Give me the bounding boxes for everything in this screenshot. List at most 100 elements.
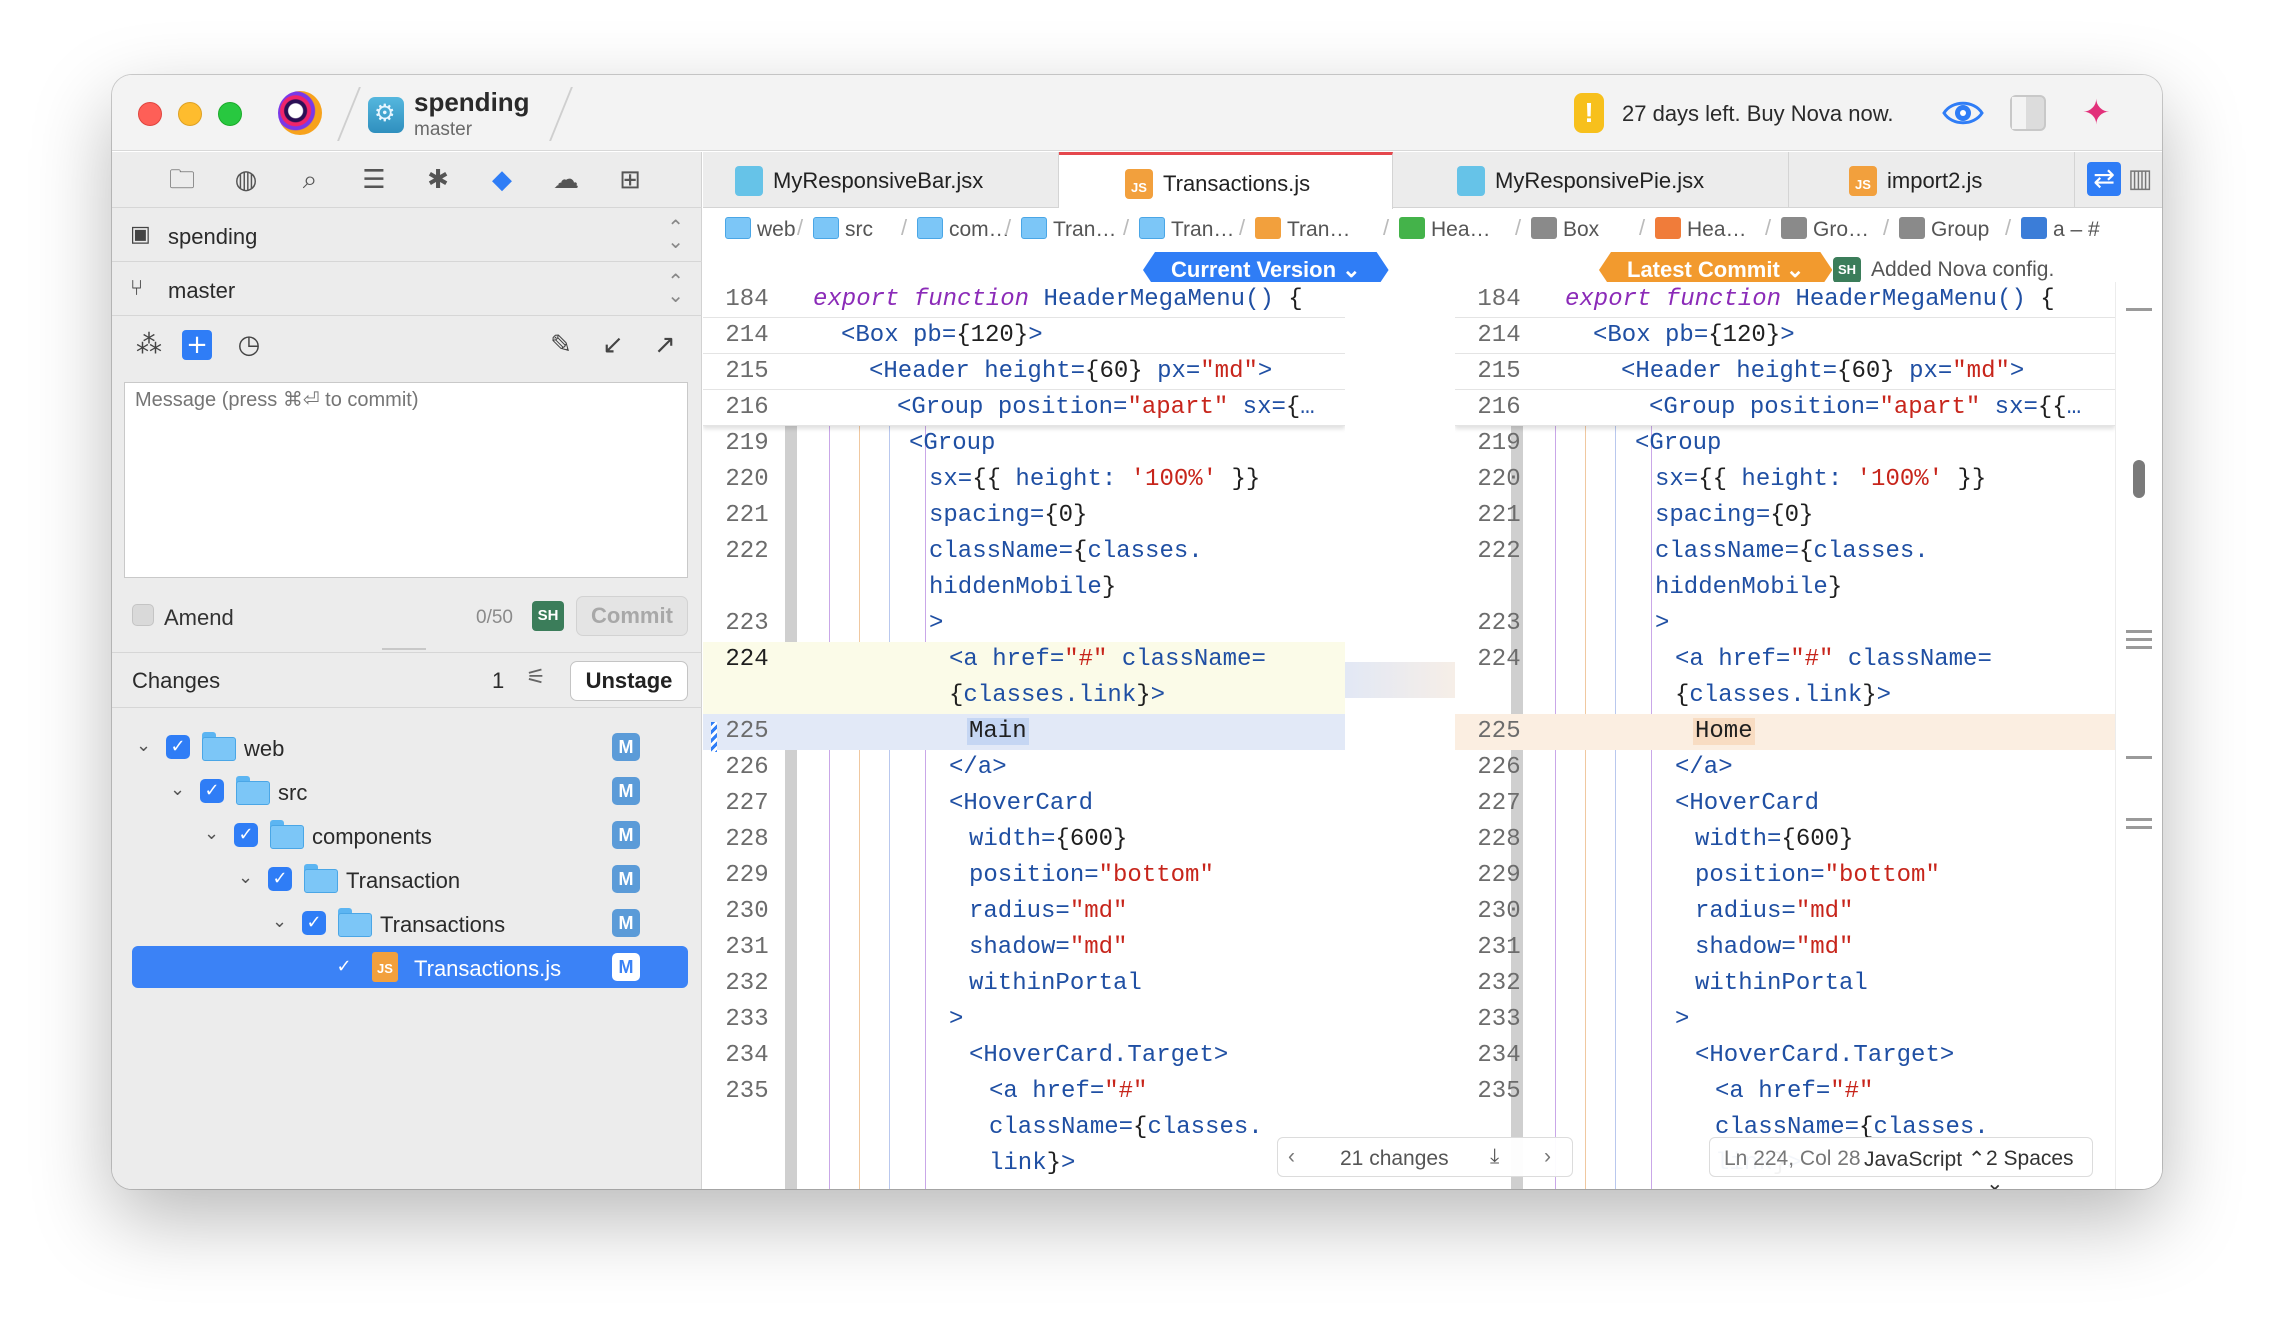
- sticky-line[interactable]: 216<Group position="apart" sx={{…: [1455, 390, 2115, 426]
- code-line[interactable]: {classes.link}>: [1455, 678, 2115, 714]
- code-line[interactable]: 223>: [703, 606, 1345, 642]
- unstage-button[interactable]: Unstage: [570, 661, 688, 701]
- code-line[interactable]: 219<Group: [703, 426, 1345, 462]
- code-line[interactable]: link}>: [703, 1146, 1345, 1182]
- tree-row[interactable]: ⌄ ✓ Transactions M: [132, 902, 688, 944]
- tree-row-selected[interactable]: ✓ JS Transactions.js M: [132, 946, 688, 988]
- language-selector[interactable]: JavaScript ⌃: [1864, 1148, 1986, 1171]
- nova-logo-icon[interactable]: [278, 91, 322, 135]
- code-line[interactable]: 233>: [1455, 1002, 2115, 1038]
- filter-icon[interactable]: ⚟: [526, 665, 546, 690]
- code-line[interactable]: 224<a href="#" className=: [1455, 642, 2115, 678]
- preview-eye-icon[interactable]: [1942, 97, 1984, 129]
- code-line[interactable]: 227<HoverCard: [1455, 786, 2115, 822]
- code-line[interactable]: className={classes.: [703, 1110, 1345, 1146]
- breadcrumb-item[interactable]: Hea…: [1655, 217, 1747, 242]
- chevron-down-icon[interactable]: ⌄: [272, 911, 288, 932]
- tab-import2[interactable]: JS import2.js: [1789, 152, 2075, 208]
- code-line[interactable]: 226</a>: [1455, 750, 2115, 786]
- branch-selector[interactable]: ⑂ master ⌃⌄: [112, 262, 702, 316]
- breadcrumb-item[interactable]: Tran…: [1139, 217, 1234, 242]
- stage-checkbox[interactable]: ✓: [200, 779, 224, 803]
- stage-checkbox[interactable]: ✓: [234, 823, 258, 847]
- code-line[interactable]: 223>: [1455, 606, 2115, 642]
- pull-icon[interactable]: ↙: [602, 330, 624, 360]
- next-change-icon[interactable]: ›: [1544, 1145, 1551, 1168]
- collapse-icon[interactable]: ⤓: [1490, 1144, 1500, 1168]
- tree-row[interactable]: ⌄ ✓ Transaction M: [132, 858, 688, 900]
- history-icon[interactable]: ◷: [237, 330, 261, 360]
- breadcrumb-item[interactable]: Group: [1899, 217, 1989, 242]
- sticky-line[interactable]: 215<Header height={60} px="md">: [703, 354, 1345, 390]
- chevron-down-icon[interactable]: ⌄: [136, 735, 152, 756]
- tab-myresponsivebar[interactable]: MyResponsiveBar.jsx: [703, 152, 1059, 208]
- code-line[interactable]: 233>: [703, 1002, 1345, 1038]
- code-line[interactable]: 226</a>: [703, 750, 1345, 786]
- breadcrumb-item[interactable]: Tran…: [1255, 217, 1350, 242]
- stage-checkbox[interactable]: ✓: [302, 911, 326, 935]
- sidebar-toggle-icon[interactable]: ▥: [2127, 164, 2153, 194]
- code-line[interactable]: className={classes.: [1455, 1110, 2115, 1146]
- minimize-button[interactable]: [178, 102, 202, 126]
- sticky-line[interactable]: 215<Header height={60} px="md">: [1455, 354, 2115, 390]
- code-line[interactable]: 227<HoverCard: [703, 786, 1345, 822]
- chevron-down-icon[interactable]: ⌄: [238, 867, 254, 888]
- stage-checkbox[interactable]: ✓: [166, 735, 190, 759]
- stage-icon[interactable]: +: [182, 330, 212, 360]
- code-line[interactable]: {classes.link}>: [703, 678, 1345, 714]
- stage-checkbox[interactable]: ✓: [268, 867, 292, 891]
- list-icon[interactable]: ☰: [362, 165, 386, 195]
- code-line[interactable]: 224<a href="#" className=: [703, 642, 1345, 678]
- breadcrumb-item[interactable]: web: [725, 217, 796, 242]
- tree-row[interactable]: ⌄ ✓ web M: [132, 726, 688, 768]
- sticky-line[interactable]: 216<Group position="apart" sx={…: [703, 390, 1345, 426]
- folder-icon[interactable]: 🗀: [168, 165, 195, 195]
- breadcrumb-item[interactable]: Box: [1531, 217, 1599, 242]
- search-icon[interactable]: ⌕: [302, 165, 318, 195]
- cursor-position[interactable]: Ln 224, Col 28: [1724, 1147, 1861, 1170]
- code-line[interactable]: 234<HoverCard.Target>: [703, 1038, 1345, 1074]
- resize-handle[interactable]: [382, 648, 426, 650]
- sticky-line[interactable]: 214<Box pb={120}>: [703, 318, 1345, 354]
- code-line[interactable]: 235<a href="#": [1455, 1074, 2115, 1110]
- commit-message-input[interactable]: [125, 383, 687, 418]
- tree-row[interactable]: ⌄ ✓ src M: [132, 770, 688, 812]
- tab-transactions[interactable]: JS Transactions.js: [1059, 152, 1393, 209]
- zoom-button[interactable]: [218, 102, 242, 126]
- sparkle-icon[interactable]: ✦: [2082, 93, 2111, 133]
- graph-icon[interactable]: ⁂: [136, 330, 162, 360]
- scrollbar-thumb[interactable]: [2133, 460, 2145, 498]
- asterisk-icon[interactable]: ✱: [427, 165, 449, 195]
- prev-change-icon[interactable]: ‹: [1288, 1145, 1295, 1168]
- breadcrumb-item[interactable]: Gro…: [1781, 217, 1869, 242]
- indent-selector[interactable]: 2 Spaces ⌄: [1986, 1147, 2074, 1189]
- globe-icon[interactable]: ◍: [234, 165, 258, 195]
- trial-notice[interactable]: 27 days left. Buy Nova now.: [1622, 101, 1894, 126]
- tree-row[interactable]: ⌄ ✓ components M: [132, 814, 688, 856]
- compose-icon[interactable]: ✎: [550, 330, 572, 360]
- commit-button[interactable]: Commit: [576, 596, 688, 636]
- grid-icon[interactable]: ⊞: [619, 165, 641, 195]
- diff-mode-icon[interactable]: ⇄: [2087, 162, 2121, 196]
- breadcrumb-item[interactable]: src: [813, 217, 873, 242]
- close-button[interactable]: [138, 102, 162, 126]
- sticky-line[interactable]: 214<Box pb={120}>: [1455, 318, 2115, 354]
- minimap[interactable]: [2115, 282, 2162, 1189]
- project-name[interactable]: spending: [414, 87, 530, 117]
- project-branch[interactable]: master: [414, 119, 473, 140]
